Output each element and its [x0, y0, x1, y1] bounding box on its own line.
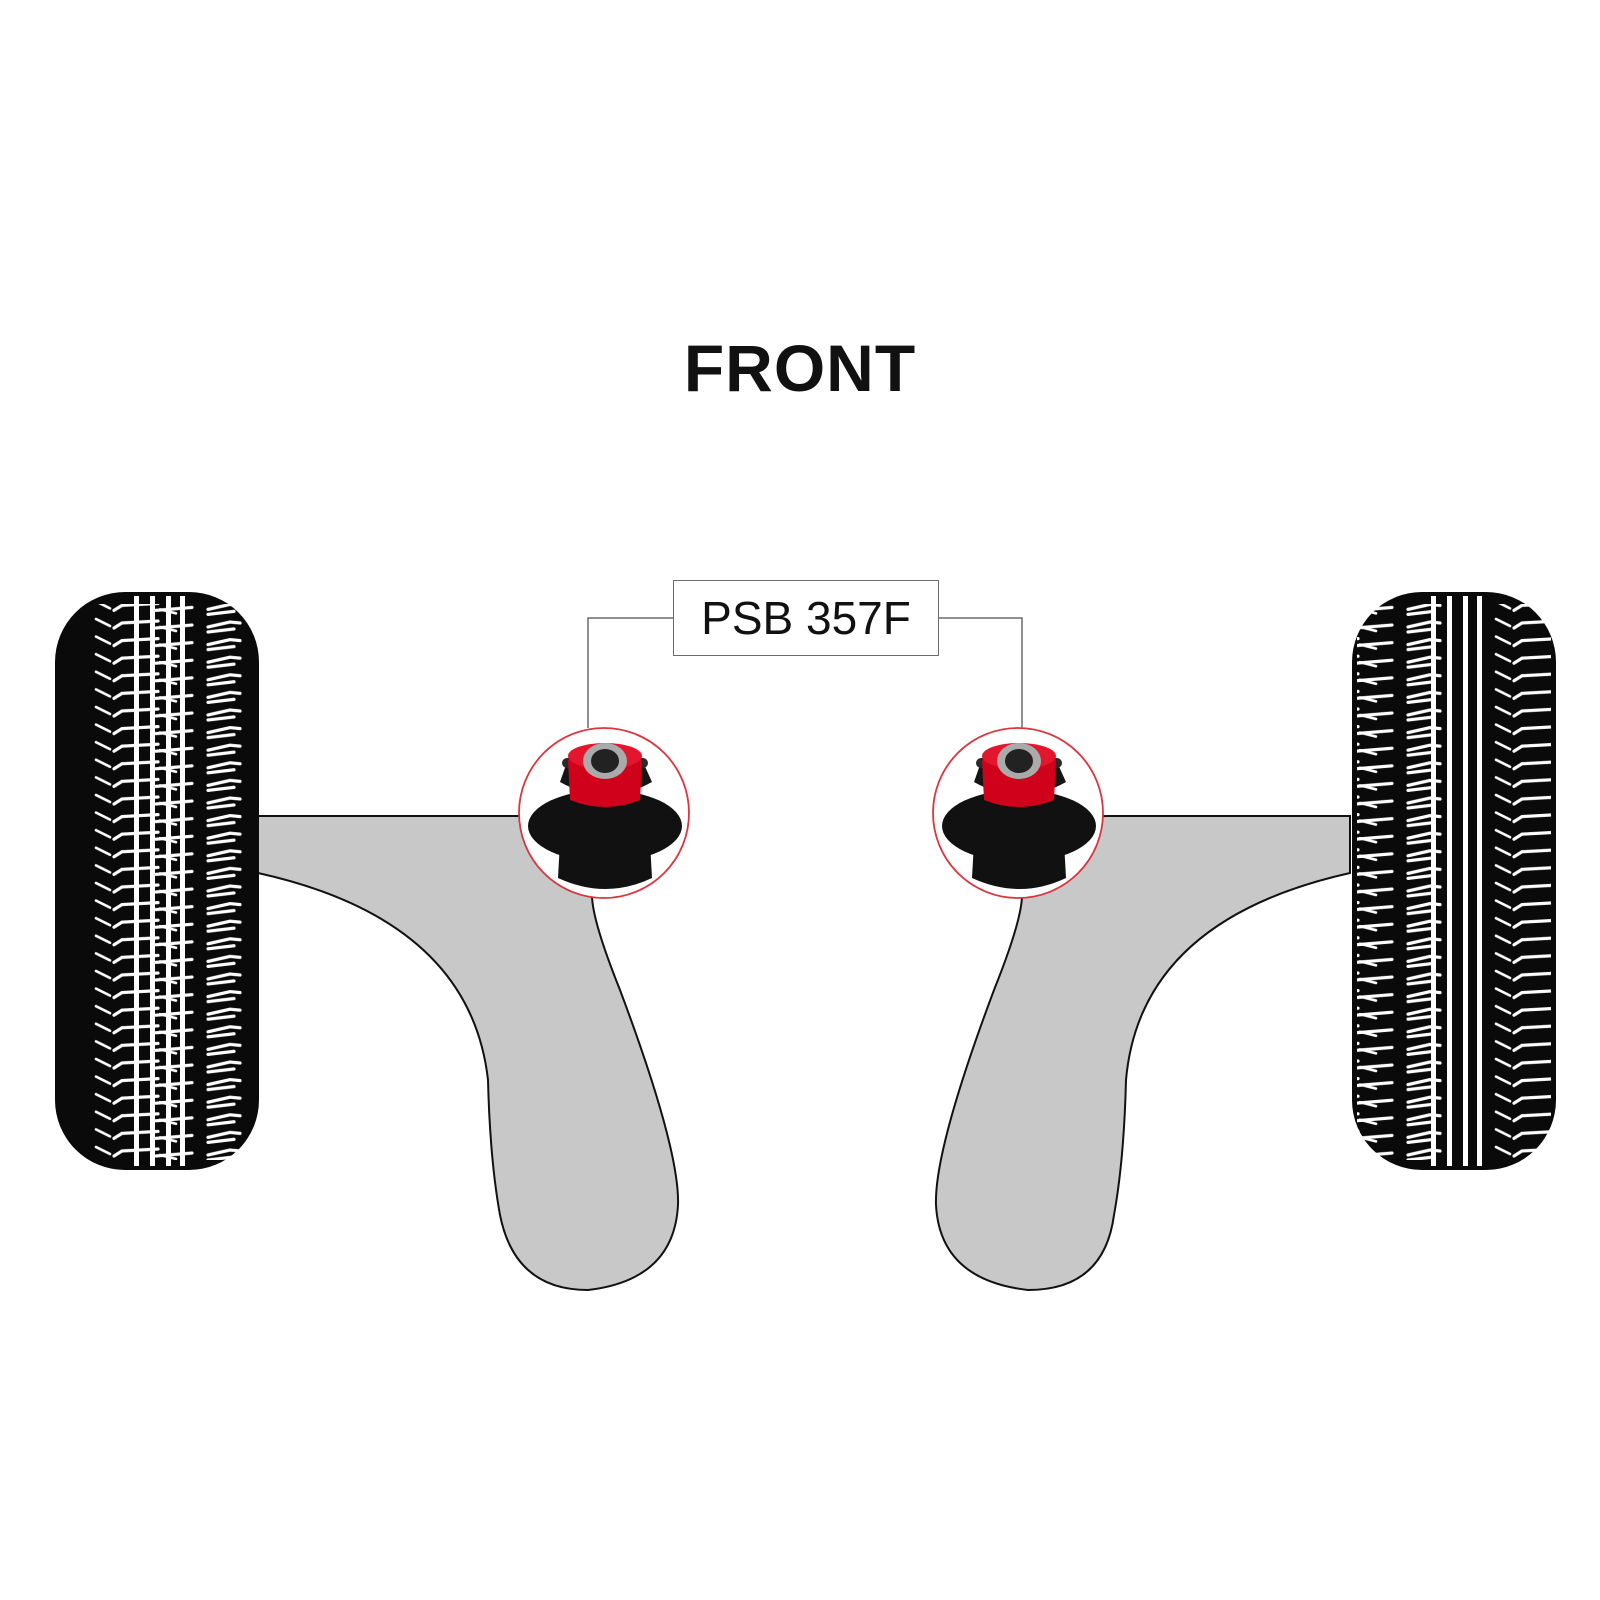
part-number-label: PSB 357F: [673, 580, 939, 656]
leader-line-left: [587, 617, 673, 728]
leader-line-right: [939, 617, 1023, 728]
right-bush-callout: [932, 727, 1104, 899]
left-bush-icon: [528, 743, 682, 889]
leader-lines: [587, 617, 1023, 728]
right-bush-icon: [942, 743, 1096, 889]
left-tyre-icon: [55, 592, 259, 1170]
right-control-arm: [934, 815, 1351, 1292]
left-bush-callout: [518, 727, 690, 899]
left-control-arm: [257, 815, 680, 1292]
right-tyre-icon: [1352, 592, 1556, 1170]
part-number-text: PSB 357F: [701, 592, 911, 644]
diagram-title: FRONT: [683, 331, 917, 405]
